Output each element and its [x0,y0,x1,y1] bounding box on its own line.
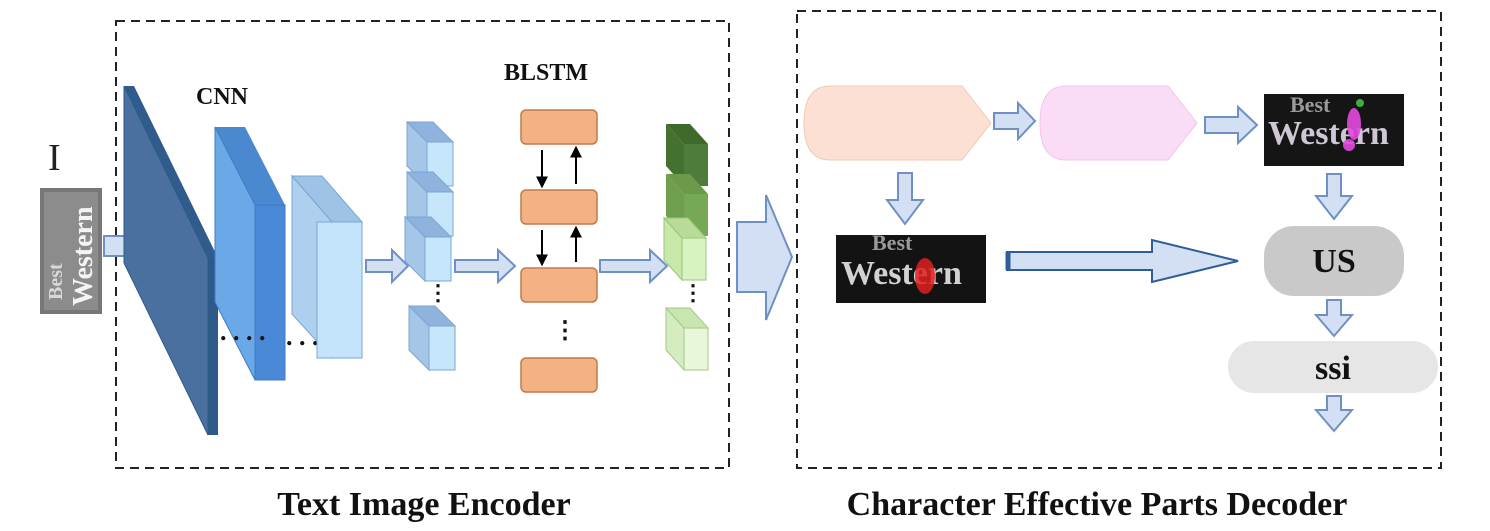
attention-map-refined-word-bottom: Western [1268,115,1389,152]
arrow-peach-to-pink [993,100,1037,142]
output-ellipsis: ⋮ [682,280,704,305]
conv-ellipsis-1: . . . . [220,317,266,346]
encoded-sequence: ⋮ [662,124,710,372]
blstm-stack: ⋮ [520,109,598,393]
output-cube [666,124,708,186]
attention-map-initial-word-bottom: Western [841,255,962,292]
decoder-block-pink [1039,85,1198,161]
feature-ellipsis: ⋮ [427,280,449,305]
lstm-cell [520,267,598,303]
input-image-word-bottom: Western [68,206,99,306]
us-block [1264,226,1404,296]
feature-cube [403,215,453,283]
conv-layer-3 [290,174,364,360]
arrow-pink-to-attention [1204,104,1259,146]
feature-cube [407,304,457,372]
encoder-caption: Text Image Encoder [277,486,570,523]
conv-layer-2 [214,126,286,381]
attention-map-refined-word-top: Best [1290,92,1331,117]
ssi-label: ssi [1315,350,1351,387]
arrow-peach-down [885,172,925,226]
input-image: Best Western [40,188,102,314]
arrow-conv-to-features [365,247,410,285]
attention-highlight [915,258,935,294]
decoder-frame [796,10,1442,469]
decoder-caption: Character Effective Parts Decoder [847,486,1348,523]
attention-map-initial: Best Western [836,230,986,303]
us-label: US [1312,243,1355,280]
arrow-us-to-ssi [1313,299,1355,338]
lstm-cell [520,357,598,393]
output-cube [664,306,710,372]
attention-highlight [1356,99,1364,107]
lstm-cell [520,109,598,145]
blstm-label: BLSTM [504,60,588,86]
encoder-to-decoder-arrow [736,194,794,321]
arrow-features-to-blstm [454,247,517,285]
arrow-blstm-to-output [599,247,669,285]
input-image-word-top: Best [45,263,67,300]
attention-map-initial-word-top: Best [872,230,913,255]
input-label: I [48,137,61,179]
arrow-ssi-down [1313,395,1355,433]
decoder-block-peach [803,85,992,161]
output-cube [662,216,708,282]
feature-sequence: ⋮ [403,120,457,372]
attention-highlight [1343,139,1355,151]
attention-map-refined: Best Western [1264,92,1404,166]
lstm-ellipsis: ⋮ [553,318,577,344]
conv-layer-1 [123,85,218,436]
lstm-cell [520,189,598,225]
attention-highlight [1347,108,1361,140]
arrow-map-to-us [1006,238,1239,284]
cnn-label: CNN [196,84,249,110]
arrow-attention-down [1313,173,1355,221]
ssi-block [1228,341,1438,393]
